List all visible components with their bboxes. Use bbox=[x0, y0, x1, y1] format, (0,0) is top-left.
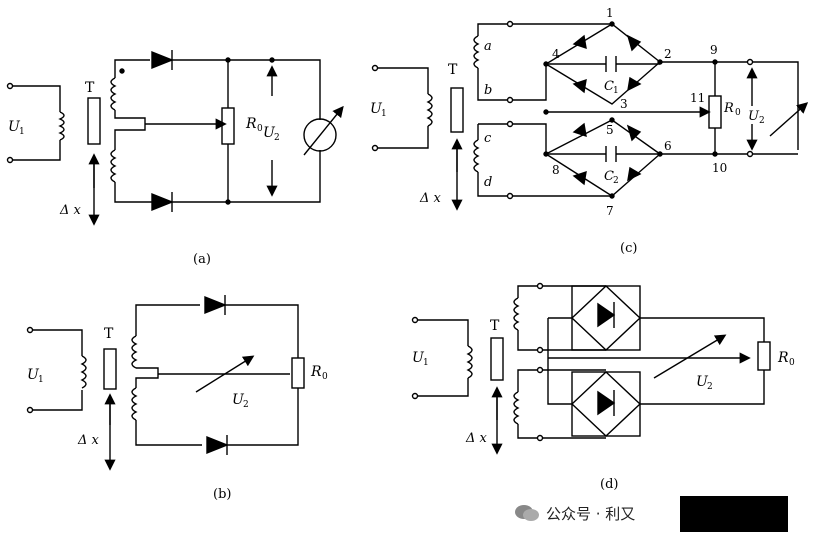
diagram-d bbox=[411, 282, 771, 455]
label-R0-sub-b: 0 bbox=[322, 372, 328, 382]
node-1: 1 bbox=[606, 6, 614, 20]
node-2: 2 bbox=[664, 47, 672, 61]
diagram-b bbox=[26, 295, 305, 471]
label-U2-sub-c: 2 bbox=[759, 116, 765, 126]
label-T-d: T bbox=[490, 318, 500, 334]
label-U1-a: U bbox=[8, 119, 21, 135]
node-8: 8 bbox=[552, 163, 560, 177]
label-dx-c: Δ x bbox=[419, 191, 442, 206]
label-U1-sub-c: 1 bbox=[381, 109, 387, 119]
diagram-b-labels: T U 1 U 2 R 0 Δ x (b) bbox=[27, 326, 328, 502]
caption-b: (b) bbox=[213, 487, 231, 502]
wechat-icon bbox=[514, 503, 540, 523]
redaction-block bbox=[680, 496, 788, 532]
label-C2: C bbox=[604, 169, 614, 184]
label-U1-sub-d: 1 bbox=[423, 358, 429, 368]
label-R0-sub-c: 0 bbox=[735, 108, 741, 118]
label-dx-d: Δ x bbox=[465, 431, 488, 446]
watermark-text: 公众号 · 利又 bbox=[546, 504, 636, 523]
node-6: 6 bbox=[664, 139, 672, 153]
label-R0-c: R bbox=[723, 101, 734, 116]
node-7: 7 bbox=[606, 204, 614, 218]
label-R0-sub-d: 0 bbox=[789, 358, 795, 368]
coil-b-c: b bbox=[484, 83, 492, 98]
node-5: 5 bbox=[606, 123, 614, 137]
diagram-d-labels: T U 1 U 2 R 0 Δ x (d) bbox=[412, 318, 795, 492]
coil-d-c: d bbox=[484, 175, 492, 190]
node-11: 11 bbox=[690, 91, 705, 105]
coil-c-c: c bbox=[484, 131, 492, 146]
label-C1-sub: 1 bbox=[613, 86, 619, 96]
label-R0-b: R bbox=[310, 364, 322, 380]
label-C2-sub: 2 bbox=[613, 176, 619, 186]
node-9: 9 bbox=[710, 43, 718, 57]
caption-c: (c) bbox=[620, 241, 637, 256]
label-U1-b: U bbox=[27, 367, 40, 383]
label-R0-d: R bbox=[777, 350, 789, 366]
label-U1-sub-a: 1 bbox=[19, 127, 25, 137]
node-10: 10 bbox=[712, 161, 727, 175]
label-U1-c: U bbox=[370, 101, 383, 117]
diagram-c-labels: T U 1 a b c d 1 2 3 4 5 6 7 8 9 10 11 C … bbox=[370, 6, 765, 256]
label-U2-a: U bbox=[263, 125, 276, 141]
label-U2-sub-b: 2 bbox=[243, 400, 249, 410]
label-T-a: T bbox=[85, 80, 95, 96]
node-3: 3 bbox=[620, 97, 628, 111]
watermark: 公众号 · 利又 bbox=[514, 500, 635, 526]
diagram-c bbox=[371, 20, 809, 211]
caption-a: (a) bbox=[193, 252, 211, 267]
caption-d: (d) bbox=[600, 477, 618, 492]
label-U2-d: U bbox=[696, 374, 709, 390]
diagram-a bbox=[6, 50, 344, 226]
label-U2-c: U bbox=[748, 109, 760, 124]
label-U1-d: U bbox=[412, 350, 425, 366]
label-U1-sub-b: 1 bbox=[38, 375, 44, 385]
label-dx-b: Δ x bbox=[77, 433, 100, 448]
label-U2-sub-d: 2 bbox=[707, 382, 713, 392]
label-C1: C bbox=[604, 79, 614, 94]
label-R0-sub-a: 0 bbox=[257, 124, 263, 134]
label-R0-a: R bbox=[245, 116, 257, 132]
label-U2-sub-a: 2 bbox=[274, 133, 280, 143]
coil-a-c: a bbox=[484, 39, 492, 54]
label-dx-a: Δ x bbox=[59, 203, 82, 218]
label-U2-b: U bbox=[232, 392, 245, 408]
diagram-a-labels: T U 1 R 0 U 2 Δ x (a) bbox=[8, 80, 280, 267]
node-4: 4 bbox=[552, 47, 560, 61]
label-T-b: T bbox=[104, 326, 114, 342]
label-T-c: T bbox=[448, 62, 458, 78]
